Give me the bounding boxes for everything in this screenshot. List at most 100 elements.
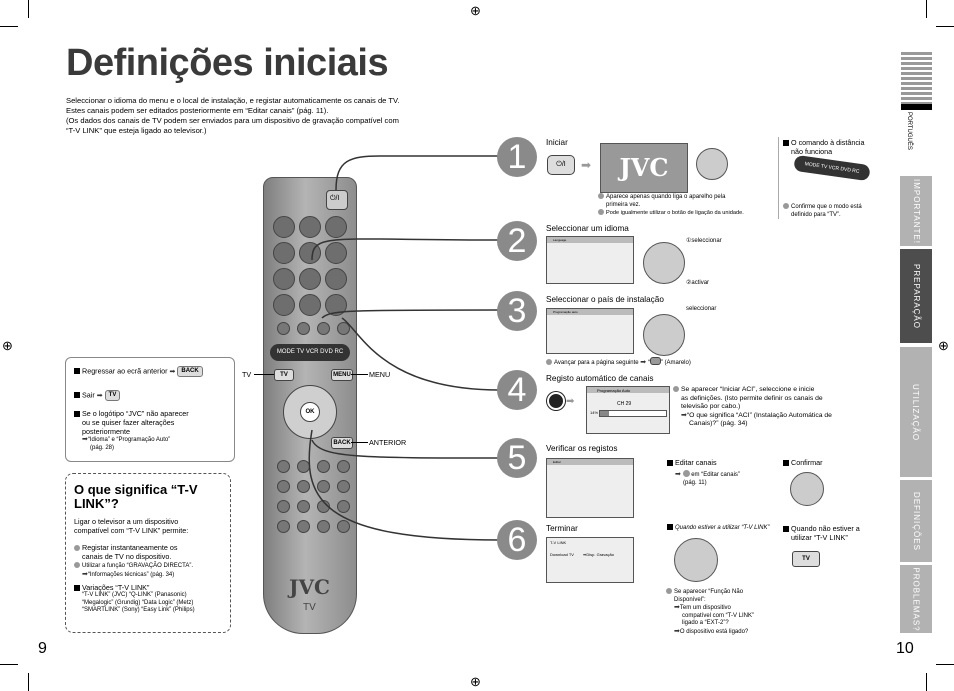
crop-mark	[0, 664, 18, 665]
power-button-icon: ⏻/I	[547, 155, 575, 175]
crop-mark	[936, 26, 954, 27]
ok-button-hand-icon	[696, 148, 728, 180]
select-instruction: ①seleccionar	[686, 238, 722, 244]
remote-function-button[interactable]	[317, 460, 330, 473]
remote-number-button[interactable]	[273, 268, 295, 290]
remote-color-button[interactable]	[277, 322, 290, 335]
activate-instruction: ②activar	[686, 280, 710, 286]
remote-function-button[interactable]	[337, 500, 350, 513]
select-instruction: seleccionar	[686, 306, 717, 312]
step-2-label: Seleccionar um idioma	[546, 224, 629, 233]
anterior-label: ANTERIOR	[369, 438, 407, 447]
tab-utilizacao[interactable]: UTILIZAÇÃO	[900, 347, 932, 477]
step1-divider	[778, 137, 779, 219]
remote-number-button[interactable]	[299, 294, 321, 316]
tab-definicoes[interactable]: DEFINIÇÕES	[900, 480, 932, 562]
remote-number-button[interactable]	[325, 268, 347, 290]
step-6-number: 6	[497, 520, 537, 560]
tab-problemas[interactable]: PROBLEMAS?	[900, 565, 932, 633]
crop-mark	[926, 673, 927, 691]
remote-function-button[interactable]	[277, 480, 290, 493]
channel-list-screen: Editar	[546, 458, 634, 518]
remote-function-button[interactable]	[297, 480, 310, 493]
crop-mark	[28, 0, 29, 18]
remote-power-button[interactable]	[326, 190, 348, 210]
step-2-number: 2	[497, 221, 537, 261]
page-number-right: 10	[896, 640, 914, 657]
remote-number-button[interactable]	[273, 294, 295, 316]
edit-channels-note: Editar canais ➡ em “Editar canais” (pág.…	[667, 458, 740, 487]
remote-ok-button[interactable]: OK	[300, 402, 320, 422]
tv-button-hand-icon: TV	[792, 551, 820, 567]
aci-note: Se aparecer “Iniciar ACI”, seleccione e …	[673, 386, 853, 429]
step-5-number: 5	[497, 438, 537, 478]
anterior-leader-line	[351, 442, 368, 443]
remote-number-button[interactable]	[273, 242, 295, 264]
remote-back-button[interactable]: BACK	[331, 437, 353, 449]
remote-number-button[interactable]	[273, 216, 295, 238]
not-using-tvlink-note: Quando não estiver a utilizar “T-V LINK”	[783, 524, 860, 542]
remote-function-button[interactable]	[337, 520, 350, 533]
remote-function-button[interactable]	[317, 520, 330, 533]
back-button-icon: BACK	[177, 366, 203, 377]
tvlink-heading: O que significa “T-V LINK”?	[74, 482, 198, 511]
step-3-number: 3	[497, 291, 537, 331]
menu-label: MENU	[369, 370, 391, 379]
function-unavailable-note: Se aparecer “Função Não Disponível”: ➡Te…	[666, 588, 778, 637]
remote-color-button[interactable]	[337, 322, 350, 335]
progress-fill	[600, 411, 610, 416]
remote-function-button[interactable]	[297, 500, 310, 513]
remote-color-button[interactable]	[317, 322, 330, 335]
registration-mark-icon: ⊕	[470, 3, 481, 18]
remote-number-button[interactable]	[325, 216, 347, 238]
crop-mark	[0, 26, 18, 27]
red-button-icon	[682, 470, 690, 477]
remote-function-button[interactable]	[277, 500, 290, 513]
hints-box: Regressar ao ecrã anterior ➡ BACK Sair ➡…	[65, 357, 235, 462]
remote-function-button[interactable]	[297, 520, 310, 533]
page-title: Definições iniciais	[66, 42, 389, 84]
remote-function-button[interactable]	[277, 520, 290, 533]
remote-number-button[interactable]	[325, 294, 347, 316]
remote-function-button[interactable]	[317, 500, 330, 513]
language-active-bar	[901, 104, 932, 110]
remote-brand-logo: JVC	[289, 575, 330, 599]
remote-function-button[interactable]	[337, 480, 350, 493]
remote-model-label: TV	[303, 602, 316, 613]
dpad-icon	[643, 314, 685, 356]
remote-tv-button[interactable]: TV	[274, 369, 294, 381]
tab-preparacao[interactable]: PREPARAÇÃO	[900, 249, 932, 343]
tv-button-icon: TV	[104, 390, 121, 401]
tv-leader-line	[254, 374, 274, 375]
remote-color-button[interactable]	[297, 322, 310, 335]
registration-mark-icon: ⊕	[2, 338, 13, 353]
dpad-icon	[643, 242, 685, 284]
remote-number-button[interactable]	[299, 216, 321, 238]
crop-mark	[926, 0, 927, 18]
dpad-icon	[674, 538, 718, 582]
crop-mark	[936, 664, 954, 665]
step-1-label: Iniciar	[546, 138, 568, 147]
tv-screen-jvc-logo: JVC	[600, 143, 688, 193]
remote-menu-button[interactable]: MENU	[331, 369, 353, 381]
crop-mark	[28, 673, 29, 691]
tvlink-info-box: O que significa “T-V LINK”? Ligar o tele…	[65, 473, 231, 633]
arrow-icon: ➡	[566, 396, 575, 407]
ok-button-hand-icon	[790, 472, 824, 506]
tab-importante[interactable]: IMPORTANTE!	[900, 176, 932, 246]
remote-function-button[interactable]	[277, 460, 290, 473]
next-page-note: Avançar para a página seguinte ➡ “” (Ama…	[546, 357, 691, 368]
tv-label: TV	[242, 370, 252, 379]
menu-leader-line	[351, 374, 368, 375]
remote-number-button[interactable]	[299, 268, 321, 290]
remote-function-button[interactable]	[337, 460, 350, 473]
disc-icon	[547, 392, 565, 410]
remote-function-button[interactable]	[317, 480, 330, 493]
step-6-label: Terminar	[546, 524, 578, 533]
remote-number-button[interactable]	[325, 242, 347, 264]
page-number-left: 9	[38, 640, 47, 657]
language-screen: Language	[546, 236, 634, 284]
mode-selector[interactable]: MODE TV VCR DVD RC	[270, 344, 350, 361]
yellow-button-icon	[649, 357, 661, 365]
registration-mark-icon: ⊕	[938, 338, 949, 353]
